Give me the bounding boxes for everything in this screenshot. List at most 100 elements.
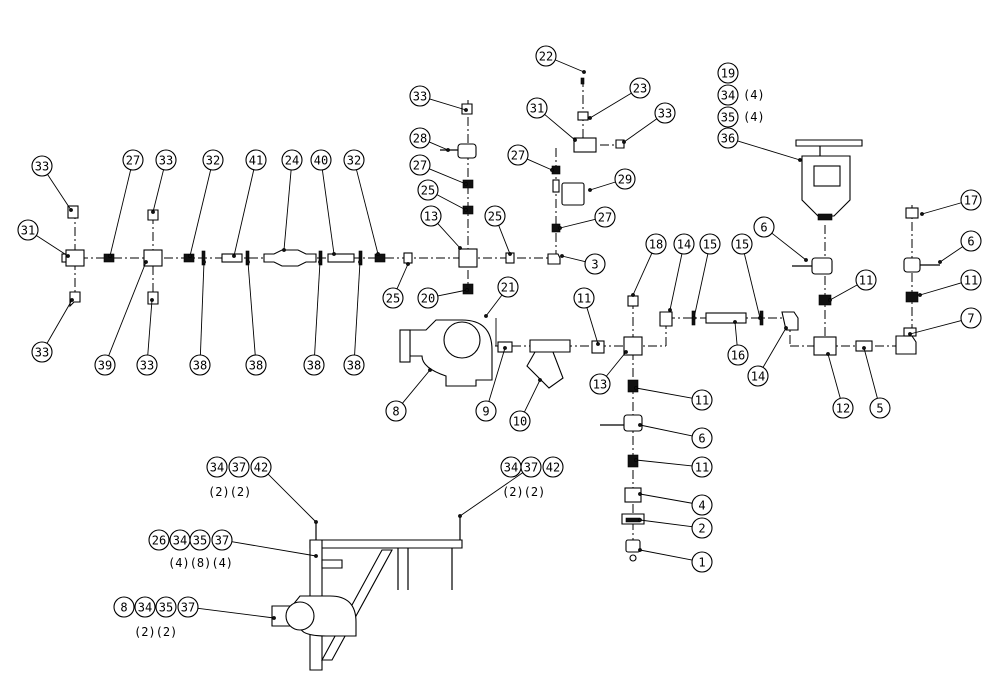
leader-tip-c28 xyxy=(446,148,450,152)
callout-number: 38 xyxy=(193,359,207,373)
callout-balloon-c35a: 35 xyxy=(717,106,739,128)
balloon-circle xyxy=(17,219,39,241)
leader-tip-c40 xyxy=(332,252,336,256)
leader-tip-c38b xyxy=(246,260,250,264)
callout-balloon-c29: 29 xyxy=(614,168,636,190)
leader-line-c14b xyxy=(762,327,787,368)
balloon-circle xyxy=(281,149,303,171)
leader-line-c31a xyxy=(36,235,69,257)
callout-number: 36 xyxy=(721,132,735,146)
leader-tip-c12 xyxy=(826,352,830,356)
leader-line-c24 xyxy=(283,169,292,251)
callout-balloon-c25c: 25 xyxy=(484,205,506,227)
callout-balloon-c6c: 6 xyxy=(960,230,982,252)
leader-tip-c39 xyxy=(144,260,148,264)
callout-number: 27 xyxy=(413,159,427,173)
leader-line-c27d xyxy=(559,218,596,229)
callout-number: 32 xyxy=(206,154,220,168)
leader-line-c32b xyxy=(356,169,379,255)
balloon-circle xyxy=(136,354,158,376)
leader-tip-c31a xyxy=(66,254,70,258)
balloon-circle xyxy=(484,205,506,227)
callout-number: 31 xyxy=(530,102,544,116)
callout-balloon-c33e: 33 xyxy=(409,85,431,107)
balloon-circle xyxy=(699,233,721,255)
leader-line-c10 xyxy=(523,379,541,413)
callout-number: 42 xyxy=(546,461,560,475)
balloon-circle xyxy=(134,596,156,618)
leader-tip-c32b xyxy=(376,252,380,256)
leader-line-c14a xyxy=(669,253,683,311)
callout-number: 32 xyxy=(347,154,361,168)
balloon-circle xyxy=(594,206,616,228)
callout-balloon-c42b: 42 xyxy=(250,456,272,478)
callout-balloon-c33a: 33 xyxy=(31,155,53,177)
leader-line-c16 xyxy=(734,321,738,346)
leader-line-c20 xyxy=(437,289,468,297)
callout-balloon-c3: 3 xyxy=(584,253,606,275)
leader-line-c33f xyxy=(623,118,658,143)
leader-line-c6b xyxy=(771,232,807,261)
callout-balloon-c33c: 33 xyxy=(155,149,177,171)
callout-number: 14 xyxy=(677,238,691,252)
callout-balloon-c37c: 37 xyxy=(520,456,542,478)
callout-balloon-c9: 9 xyxy=(475,400,497,422)
callout-balloon-c36: 36 xyxy=(717,127,739,149)
callout-balloon-c33f: 33 xyxy=(654,102,676,124)
leader-line-c18 xyxy=(632,252,653,296)
callout-balloon-c27b: 27 xyxy=(409,154,431,176)
leader-tip-c21 xyxy=(484,314,488,318)
callout-balloon-c25a: 25 xyxy=(382,287,404,309)
leader-line-c25b xyxy=(436,194,467,211)
balloon-circle xyxy=(869,397,891,419)
callout-balloon-c8b: 8 xyxy=(113,596,135,618)
callout-balloon-c41: 41 xyxy=(245,149,267,171)
leader-line-c33a xyxy=(47,174,72,211)
leader-tip-c18 xyxy=(631,293,635,297)
callout-balloon-c14b: 14 xyxy=(747,365,769,387)
callout-balloon-c13a: 13 xyxy=(420,205,442,227)
callout-balloon-c18: 18 xyxy=(645,233,667,255)
callout-number: 42 xyxy=(254,461,268,475)
leader-tip-c32a xyxy=(188,254,192,258)
callout-balloon-c7: 7 xyxy=(960,307,982,329)
leader-tip-c38a xyxy=(202,260,206,264)
quantity-label-qd: (4)(8)(4) xyxy=(168,556,233,570)
callout-number: 34 xyxy=(210,461,224,475)
leader-tip-c24 xyxy=(282,248,286,252)
leader-line-c11d xyxy=(829,284,858,301)
callout-number: 39 xyxy=(98,359,112,373)
balloon-circle xyxy=(526,97,548,119)
callout-balloon-c11c: 11 xyxy=(691,456,713,478)
callout-number: 11 xyxy=(695,461,709,475)
callout-number: 31 xyxy=(21,224,35,238)
leader-line-c33e xyxy=(429,98,467,111)
balloon-circle xyxy=(113,596,135,618)
callout-balloon-c27a: 27 xyxy=(122,149,144,171)
callout-balloon-c32a: 32 xyxy=(202,149,224,171)
callout-number: 7 xyxy=(967,312,974,326)
balloon-circle xyxy=(189,529,211,551)
balloon-circle xyxy=(832,397,854,419)
callout-number: 25 xyxy=(386,292,400,306)
leader-tip-c6b xyxy=(804,258,808,262)
leader-line-c25a xyxy=(396,263,409,290)
leader-tip-c23 xyxy=(588,116,592,120)
callout-balloon-c28: 28 xyxy=(409,127,431,149)
leader-line-c12 xyxy=(827,353,841,399)
balloon-circle xyxy=(691,494,713,516)
callout-balloon-c19: 19 xyxy=(717,62,739,84)
callout-balloon-c38d: 38 xyxy=(343,354,365,376)
callout-number: 15 xyxy=(703,238,717,252)
callout-balloon-c34a: 34 xyxy=(717,84,739,106)
callout-balloon-c35e: 35 xyxy=(155,596,177,618)
callout-balloon-c11a: 11 xyxy=(573,287,595,309)
balloon-circle xyxy=(122,149,144,171)
leader-tip-c8 xyxy=(428,368,432,372)
balloon-circle xyxy=(228,456,250,478)
callout-balloon-c34b: 34 xyxy=(206,456,228,478)
callout-balloon-c12: 12 xyxy=(832,397,854,419)
balloon-circle xyxy=(614,168,636,190)
balloon-circle xyxy=(507,144,529,166)
balloon-circle xyxy=(409,85,431,107)
